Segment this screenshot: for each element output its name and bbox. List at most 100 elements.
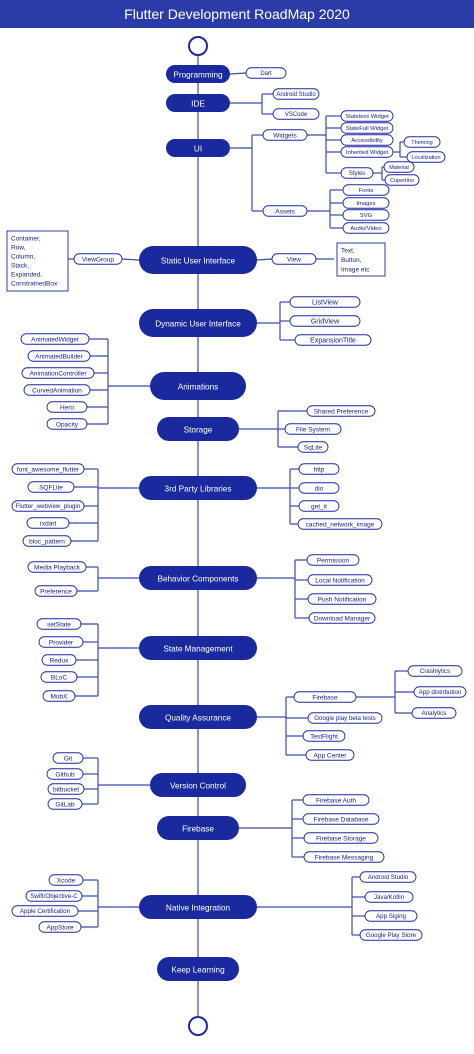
topic-pill-download-manager[interactable]: Download Manager (308, 612, 376, 624)
topic-pill-view[interactable]: View (271, 253, 317, 265)
topic-pill-hero[interactable]: Hero (46, 401, 88, 413)
topic-pill-local-notification[interactable]: Local Notification (307, 574, 373, 586)
topic-pill-app-siging[interactable]: App Siging (364, 910, 418, 922)
topic-pill-audio-video[interactable]: Audio/Video (342, 222, 390, 234)
topic-pill-svg[interactable]: SVG (342, 209, 390, 221)
topic-pill-git[interactable]: Git (52, 752, 84, 764)
topic-pill-viewgroup[interactable]: ViewGroup (73, 253, 123, 265)
topic-pill-google-play-store[interactable]: Google Play Store (359, 929, 423, 941)
topic-pill-app-distribution[interactable]: App distribution (413, 686, 467, 698)
topic-pill-bloc-pattern[interactable]: bloc_pattern (22, 535, 72, 547)
topic-pill-font-awesome-flutter[interactable]: font_awesome_flutter (11, 463, 85, 475)
roadmap-node-dynamic-user-interface[interactable]: Dynamic User Interface (139, 309, 257, 337)
topic-pill-redux[interactable]: Redux (41, 654, 77, 666)
topic-pill-sqflite[interactable]: SQFLite (27, 481, 75, 493)
pill-shape (359, 871, 417, 883)
topic-pill-swift-objective-c[interactable]: Swift/Objective-C (25, 890, 83, 902)
topic-pill-app-center[interactable]: App Center (305, 749, 355, 761)
topic-pill-java-kotlin[interactable]: Java/Kotlin (364, 891, 414, 903)
roadmap-node-firebase[interactable]: Firebase (157, 816, 239, 840)
topic-pill-animatedwidget[interactable]: AnimatedWidget (20, 333, 90, 345)
topic-pill-firebase-database[interactable]: Firebase Database (302, 813, 380, 825)
topic-pill-push-notification[interactable]: Push Notification (307, 593, 377, 605)
topic-pill-gridview[interactable]: GridView (289, 315, 361, 327)
topic-pill-curvedanimation[interactable]: CurvedAnimation (23, 384, 91, 396)
topic-pill-media-playback[interactable]: Media Playback (27, 561, 87, 573)
topic-pill-rxdart[interactable]: rxdart (26, 517, 70, 529)
topic-pill-android-studio[interactable]: Android Studio (272, 88, 320, 100)
topic-pill-appstore[interactable]: AppStore (38, 921, 82, 933)
topic-pill-android-studio[interactable]: Android Studio (359, 871, 417, 883)
topic-pill-images[interactable]: Images (342, 197, 390, 209)
topic-pill-firebase-auth[interactable]: Firebase Auth (302, 794, 370, 806)
roadmap-node-version-control[interactable]: Version Control (150, 773, 246, 797)
topic-pill-cached-network-image[interactable]: cached_network_image (297, 518, 383, 530)
topic-pill-theming[interactable]: Theming (403, 136, 441, 148)
topic-pill-setstate[interactable]: setState (36, 618, 82, 630)
topic-pill-gitlab[interactable]: GitLab (47, 798, 83, 810)
roadmap-node-native-integration[interactable]: Native Integration (139, 895, 257, 919)
topic-pill-opacity[interactable]: Opacity (46, 418, 88, 430)
topic-pill-apple-certification[interactable]: Apple Certification (11, 905, 79, 917)
pill-label: AnimatedBuilder (35, 353, 84, 360)
topic-pill-localization[interactable]: Localization (406, 151, 446, 163)
topic-pill-shared-preference[interactable]: Shared Preference (306, 405, 376, 417)
topic-pill-get-it[interactable]: get_it (298, 500, 340, 512)
topic-pill-preference[interactable]: Preference (34, 585, 78, 597)
topic-pill-file-system[interactable]: File System (284, 423, 342, 435)
roadmap-node-programming[interactable]: Programming (166, 65, 230, 83)
topic-pill-vscode[interactable]: VSCode (272, 108, 320, 120)
topic-pill-testflight[interactable]: TestFlight (302, 730, 346, 742)
topic-pill-github[interactable]: Github (46, 768, 84, 780)
topic-pill-crashlytics[interactable]: Crashlytics (407, 665, 463, 677)
topic-pill-analytics[interactable]: Analytics (411, 707, 457, 719)
pill-shape (41, 654, 77, 666)
topic-pill-listview[interactable]: ListView (289, 296, 361, 308)
roadmap-node-quality-assurance[interactable]: Quality Assurance (139, 705, 257, 729)
roadmap-node-ui[interactable]: UI (166, 139, 230, 157)
topic-pill-http[interactable]: http (298, 463, 340, 475)
topic-pill-widgets[interactable]: Widgets (262, 129, 308, 141)
topic-pill-firebase-storage[interactable]: Firebase Storage (303, 832, 379, 844)
topic-pill-firebase-messaging[interactable]: Firebase Messaging (303, 851, 385, 863)
roadmap-node-behavior-components[interactable]: Behavior Components (139, 566, 257, 590)
roadmap-node-state-management[interactable]: State Management (139, 636, 257, 660)
topic-pill-stateless-widget[interactable]: Stateless Widget (340, 110, 394, 122)
pill-shape (411, 707, 457, 719)
pill-shape (245, 67, 287, 79)
node-shape (166, 65, 230, 83)
topic-pill-cupertino[interactable]: Cupertino (384, 174, 420, 186)
node-shape (139, 566, 257, 590)
roadmap-node-keep-learning[interactable]: Keep Learning (157, 957, 239, 981)
topic-pill-flutter-webview-plugin[interactable]: Flutter_webview_plugin (11, 500, 85, 512)
topic-pill-fonts[interactable]: Fonts (342, 184, 390, 196)
topic-pill-bloc[interactable]: BLoC (40, 671, 78, 683)
topic-pill-google-play-beta-tests[interactable]: Google play beta tests (307, 712, 383, 724)
topic-pill-assets[interactable]: Assets (262, 205, 308, 217)
roadmap-node-3rd-party-libraries[interactable]: 3rd Party Libraries (139, 476, 257, 500)
pill-shape (302, 730, 346, 742)
pill-label: Inherited Widget (346, 150, 389, 156)
topic-pill-statefull-widget[interactable]: StateFull Widget (340, 122, 394, 134)
topic-pill-xcode[interactable]: Xcode (48, 874, 84, 886)
topic-pill-animationcontroller[interactable]: AnimationController (21, 367, 95, 379)
topic-pill-mobx[interactable]: MobX (42, 690, 76, 702)
roadmap-node-static-user-interface[interactable]: Static User Interface (139, 246, 257, 274)
topic-pill-expansiontitle[interactable]: ExpansionTitle (294, 334, 372, 346)
topic-pill-accessibility[interactable]: Accessibility (340, 134, 394, 146)
pill-label: Hero (60, 404, 74, 411)
topic-pill-dart[interactable]: Dart (245, 67, 287, 79)
topic-pill-firebase[interactable]: Firebase (293, 691, 357, 703)
topic-pill-bitbucket[interactable]: bitbucket (47, 783, 85, 795)
topic-pill-animatedbuilder[interactable]: AnimatedBuilder (27, 350, 91, 362)
topic-pill-provider[interactable]: Provider (38, 636, 84, 648)
topic-pill-inherited-widget[interactable]: Inherited Widget (340, 146, 394, 158)
topic-pill-styles[interactable]: Styles (340, 167, 374, 179)
roadmap-node-ide[interactable]: IDE (166, 94, 230, 112)
topic-pill-material[interactable]: Material (383, 161, 415, 173)
topic-pill-sqlite[interactable]: SqLite (297, 441, 329, 453)
roadmap-node-storage[interactable]: Storage (157, 417, 239, 441)
topic-pill-dio[interactable]: dio (298, 482, 340, 494)
topic-pill-permission[interactable]: Permission (306, 554, 360, 566)
roadmap-node-animations[interactable]: Animations (150, 372, 246, 400)
